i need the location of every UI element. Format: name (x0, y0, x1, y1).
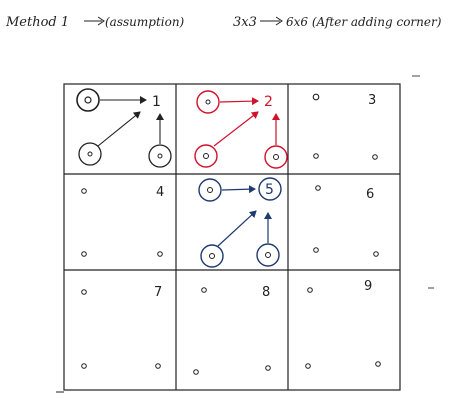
node-dot (205, 99, 211, 105)
grid-border (63, 83, 401, 391)
node-circle (76, 88, 100, 112)
node-circle (264, 145, 288, 169)
small-node (373, 251, 379, 257)
small-node (307, 287, 313, 293)
cell-number-7: 7 (154, 285, 162, 300)
small-node (81, 188, 87, 194)
node-circle (78, 142, 102, 166)
small-node (81, 363, 87, 369)
node-circle (258, 177, 282, 201)
small-node (155, 363, 161, 369)
header-arrow-2-head (275, 16, 283, 26)
node-dot (265, 252, 271, 258)
node-dot (84, 96, 92, 104)
small-node (201, 287, 207, 293)
small-node (305, 363, 311, 369)
node-dot (157, 153, 163, 159)
cell-number-6: 6 (366, 187, 374, 202)
cell-number-4: 4 (156, 185, 164, 200)
small-node (193, 369, 199, 375)
arrow (213, 111, 259, 147)
cell-number-1: 1 (152, 94, 161, 110)
small-node (313, 247, 319, 253)
small-node (157, 251, 163, 257)
to-size-label: 6x6 (After adding corner) (286, 15, 442, 29)
small-node (81, 251, 87, 257)
small-node (375, 361, 381, 367)
cell-number-2: 2 (264, 94, 273, 110)
node-dot (273, 154, 279, 160)
node-circle (200, 244, 224, 268)
small-node (313, 153, 319, 159)
node-circle (196, 90, 220, 114)
cell-number-9: 9 (364, 279, 372, 294)
small-node (81, 289, 87, 295)
header-arrow-1-head (97, 16, 105, 26)
cell-number-8: 8 (262, 285, 270, 300)
node-dot (209, 253, 215, 259)
small-node (372, 154, 378, 160)
node-circle (198, 178, 222, 202)
node-dot (207, 187, 213, 193)
small-node (312, 93, 320, 101)
node-circle (194, 144, 218, 168)
node-circle (148, 144, 172, 168)
arrow (221, 185, 256, 194)
method-label: Method 1 (5, 15, 69, 30)
assumption-label: (assumption) (105, 15, 185, 29)
from-size-label: 3x3 (233, 15, 257, 30)
cell-number-5: 5 (265, 182, 274, 198)
arrow (97, 111, 141, 147)
arrow (219, 97, 259, 106)
arrow (217, 210, 257, 247)
small-node (315, 185, 321, 191)
cell-number-3: 3 (368, 93, 376, 108)
node-dot (203, 153, 209, 159)
node-dot (87, 151, 93, 157)
node-circle (256, 243, 280, 267)
small-node (265, 365, 271, 371)
